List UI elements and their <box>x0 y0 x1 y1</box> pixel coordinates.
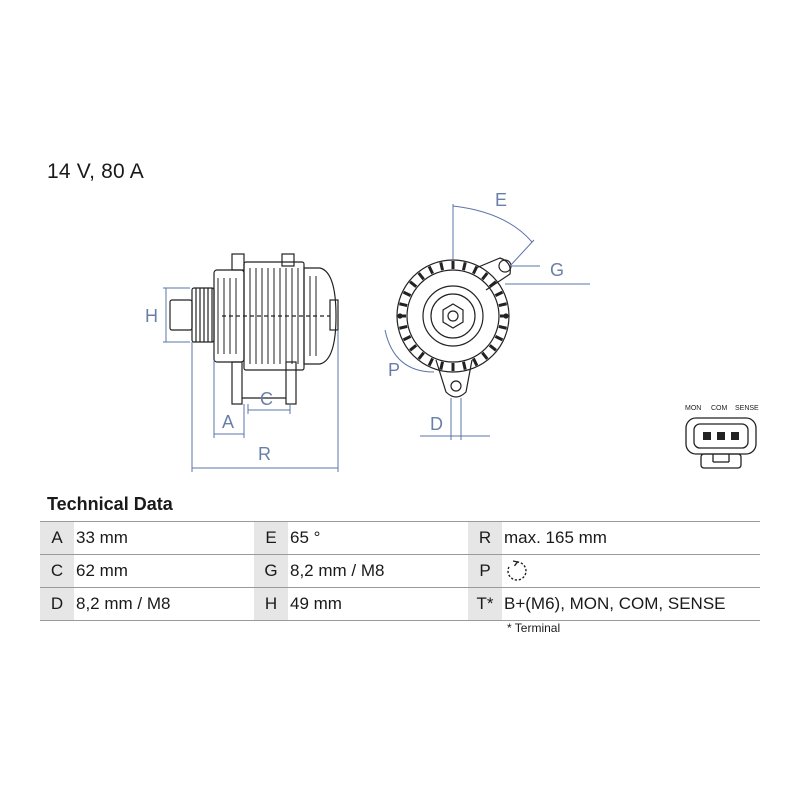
technical-data-table: A 33 mm E 65 ° R max. 165 mm C 62 mm G 8… <box>40 521 760 621</box>
vent-slot <box>472 357 479 367</box>
param-value: 8,2 mm / M8 <box>76 594 171 613</box>
alternator-side-view <box>169 253 339 405</box>
terminal-footnote: * Terminal <box>507 621 561 635</box>
vent-slot <box>498 324 507 330</box>
vent-slot <box>488 280 497 288</box>
vent-slot <box>481 351 489 360</box>
vent-slot <box>409 344 418 352</box>
vent-slot <box>481 272 489 281</box>
alternator-technical-drawing: H A C R E G P D <box>145 190 759 472</box>
param-value <box>502 555 760 588</box>
param-key: T* <box>468 587 502 621</box>
front-view-dimensions <box>384 204 590 440</box>
connector-label-com: COM <box>711 405 728 412</box>
dimension-label-e: E <box>495 190 507 210</box>
vent-slot <box>439 361 445 370</box>
param-key: D <box>40 587 74 621</box>
page-title: 14 V, 80 A <box>47 160 144 183</box>
dimension-label-r: R <box>258 444 271 464</box>
vent-slot <box>399 302 408 308</box>
vent-slot <box>417 272 425 281</box>
vent-slot <box>402 335 412 342</box>
param-key: H <box>254 587 288 621</box>
param-key: C <box>40 554 74 588</box>
param-key: R <box>468 521 502 555</box>
vent-slot <box>427 265 434 275</box>
vent-slot <box>439 262 445 271</box>
param-value: B+(M6), MON, COM, SENSE <box>504 594 726 613</box>
dimension-label-c: C <box>260 389 273 409</box>
table-row: A 33 mm E 65 ° R max. 165 mm <box>40 521 760 555</box>
vent-slot <box>494 290 504 297</box>
vent-slot <box>494 335 504 342</box>
param-key: G <box>254 554 288 588</box>
vent-slot <box>399 324 408 330</box>
vent-slot <box>461 361 467 370</box>
connector-label-sense: SENSE <box>735 405 759 412</box>
vent-slot <box>461 262 467 271</box>
side-view-dimensions <box>163 287 339 472</box>
dimension-label-g: G <box>550 260 564 280</box>
param-value: 33 mm <box>76 528 128 547</box>
vent-slot <box>417 351 425 360</box>
param-value: 65 ° <box>290 528 321 547</box>
clockwise-rotation-icon <box>507 560 527 581</box>
param-key: E <box>254 521 288 555</box>
dimension-label-a: A <box>222 412 234 432</box>
vent-slot <box>488 344 497 352</box>
vent-slot <box>498 302 507 308</box>
param-key: P <box>468 554 502 588</box>
table-row: C 62 mm G 8,2 mm / M8 P <box>40 554 760 588</box>
connector-label-mon: MON <box>685 405 701 412</box>
dimension-label-p: P <box>388 360 400 380</box>
dimension-label-h: H <box>145 306 158 326</box>
table-row: D 8,2 mm / M8 H 49 mm T* B+(M6), MON, CO… <box>40 587 760 621</box>
vent-slot <box>409 280 418 288</box>
param-key: A <box>40 521 74 555</box>
connector-diagram: MON COM SENSE <box>685 405 759 469</box>
param-value: 8,2 mm / M8 <box>290 561 385 580</box>
vent-slot <box>402 290 412 297</box>
param-value: max. 165 mm <box>504 528 607 547</box>
dimension-label-d: D <box>430 414 443 434</box>
alternator-front-view <box>396 257 512 398</box>
vent-slot <box>427 357 434 367</box>
technical-data-title: Technical Data <box>47 494 173 514</box>
param-value: 49 mm <box>290 594 342 613</box>
param-value: 62 mm <box>76 561 128 580</box>
